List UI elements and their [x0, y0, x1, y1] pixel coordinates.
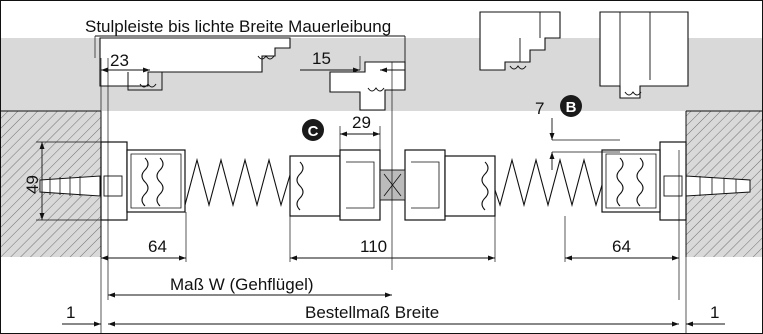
dim-110-label: 110	[360, 237, 387, 256]
dim-15: 15	[300, 49, 405, 73]
badge-c-label: C	[308, 123, 319, 140]
upper-profile-center	[329, 61, 406, 111]
center-right-sash	[404, 149, 496, 221]
dim-29-label: 29	[352, 113, 371, 132]
dim-49: 49	[23, 142, 45, 220]
dim-1-left: 1	[62, 303, 101, 327]
dim-1-left-label: 1	[66, 303, 75, 322]
left-frame-profile	[100, 141, 186, 221]
upper-profile-right	[479, 11, 689, 99]
dim-64-left-label: 64	[148, 237, 167, 256]
center-left-sash	[289, 149, 381, 221]
dim-mass-w: Maß W (Gehflügel)	[108, 275, 392, 298]
right-frame-profile	[601, 141, 687, 221]
badge-c: C	[302, 119, 324, 141]
left-wall-plug	[39, 175, 101, 197]
badge-b: B	[560, 95, 582, 117]
dim-15-label: 15	[312, 49, 331, 68]
title-label: Stulpleiste bis lichte Breite Mauerleibu…	[85, 17, 391, 36]
dim-64-right: 64	[565, 237, 679, 261]
dim-bestellmass: Bestellmaß Breite	[108, 303, 679, 327]
dim-64-left: 64	[101, 237, 186, 261]
upper-profile-left	[99, 37, 291, 91]
dim-1-right-label: 1	[710, 303, 719, 322]
left-pleat-zigzag	[184, 157, 291, 208]
dim-64-right-label: 64	[612, 237, 631, 256]
dim-1-right: 1	[686, 303, 725, 327]
badge-b-label: B	[566, 99, 577, 116]
dim-mass-w-label: Maß W (Gehflügel)	[170, 275, 314, 294]
right-wall-plug	[685, 175, 751, 197]
dim-bestellmass-label: Bestellmaß Breite	[305, 303, 439, 322]
dim-7: 7	[535, 99, 555, 170]
dim-23-label: 23	[110, 51, 129, 70]
dim-49-label: 49	[23, 175, 42, 194]
center-magnet-strip	[379, 169, 406, 201]
right-pleat-zigzag	[489, 157, 603, 208]
dim-7-label: 7	[535, 99, 544, 118]
dim-23: 23	[101, 51, 150, 73]
dim-29: 29	[340, 113, 380, 137]
dim-110: 110	[290, 237, 495, 261]
